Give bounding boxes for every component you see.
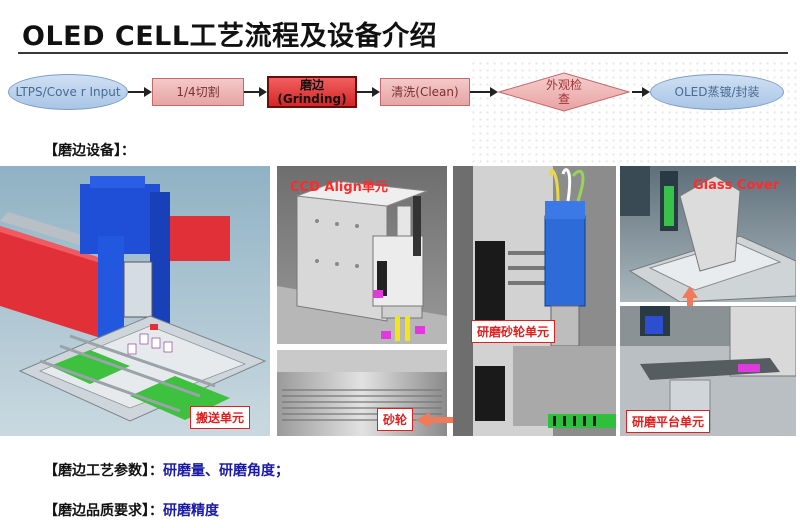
flow-step-grinding: 磨边 (Grinding)	[267, 76, 357, 108]
ccd-align-label: CCD Align单元	[290, 180, 388, 195]
pointer-arrow	[416, 412, 476, 428]
flow-step-label: 1/4切割	[176, 85, 220, 99]
flow-step-cutting: 1/4切割	[152, 78, 244, 106]
flow-step-label: LTPS/Cove r Input	[15, 85, 121, 99]
process-params: 【磨边工艺参数】：研磨量、研磨角度；	[44, 460, 289, 480]
quality-heading: 【磨边品质要求】：	[44, 503, 163, 519]
transport-unit-label: 搬送单元	[190, 406, 251, 429]
flow-arrow	[632, 87, 650, 97]
glass-cover-label: Glass Cover	[693, 178, 780, 193]
quality-requirements: 【磨边品质要求】：研磨精度	[44, 500, 219, 520]
flow-step-label: 外观检查	[545, 78, 582, 106]
flow-step-clean: 清洗(Clean)	[380, 78, 470, 106]
equipment-heading: 【磨边设备】：	[44, 143, 135, 159]
flow-step-inspection: 外观检查	[498, 72, 630, 112]
grinding-platform-label: 研磨平台单元	[626, 410, 711, 433]
glass-cover-image: Glass Cover	[620, 166, 796, 302]
flow-arrow	[244, 87, 267, 97]
flow-step-input: LTPS/Cove r Input	[8, 74, 128, 110]
process-params-heading: 【磨边工艺参数】：	[44, 463, 163, 479]
title-underline	[18, 52, 788, 54]
diamond-shape	[498, 72, 630, 112]
quality-value: 研磨精度	[163, 503, 219, 519]
grinding-platform-image: 研磨平台单元	[620, 306, 796, 436]
grinding-wheel-unit-label: 研磨砂轮单元	[471, 320, 556, 343]
grinding-wheel-image: 砂轮	[277, 350, 447, 436]
flow-arrow	[356, 87, 380, 97]
transport-unit-image: 搬送单元	[0, 166, 270, 436]
ccd-align-image: CCD Align单元	[277, 166, 447, 344]
flow-step-label: OLED蒸镀/封装	[674, 85, 760, 99]
process-params-value: 研磨量、研磨角度；	[163, 463, 289, 479]
wheel-label: 砂轮	[377, 408, 414, 431]
flow-step-label: 清洗(Clean)	[391, 85, 459, 99]
flow-step-evaporation: OLED蒸镀/封装	[650, 74, 784, 110]
grinding-wheel-unit-image: 研磨砂轮单元	[453, 166, 616, 436]
flow-arrow	[128, 87, 152, 97]
flow-arrow	[470, 87, 498, 97]
page-title: OLED CELL工艺流程及设备介绍	[22, 21, 438, 52]
flow-step-label: 磨边 (Grinding)	[277, 78, 347, 106]
